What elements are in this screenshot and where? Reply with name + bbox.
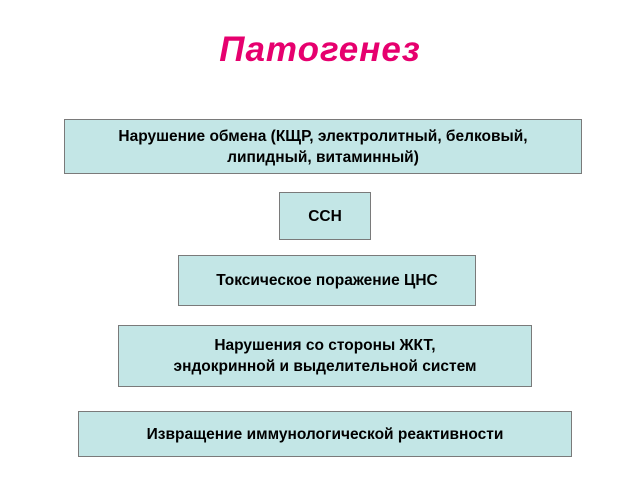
metabolism-disorder-text: Нарушение обмена (КЩР, электролитный, бе… bbox=[118, 127, 528, 166]
gi-endocrine-disorders-text: Нарушения со стороны ЖКТ, эндокринной и … bbox=[173, 337, 477, 375]
immune-reactivity-text: Извращение иммунологической реактивности bbox=[146, 425, 504, 443]
cns-toxic-damage-text: Токсическое поражение ЦНС bbox=[216, 272, 438, 289]
gi-endocrine-disorders-box: Нарушения со стороны ЖКТ, эндокринной и … bbox=[118, 325, 532, 387]
metabolism-disorder-box: Нарушение обмена (КЩР, электролитный, бе… bbox=[64, 119, 582, 174]
ssn-box: ССН bbox=[279, 192, 371, 240]
immune-reactivity-box: Извращение иммунологической реактивности bbox=[78, 411, 572, 457]
slide-title: Патогенез bbox=[219, 30, 421, 69]
cns-toxic-damage-box: Токсическое поражение ЦНС bbox=[178, 255, 476, 306]
ssn-text: ССН bbox=[308, 207, 342, 225]
